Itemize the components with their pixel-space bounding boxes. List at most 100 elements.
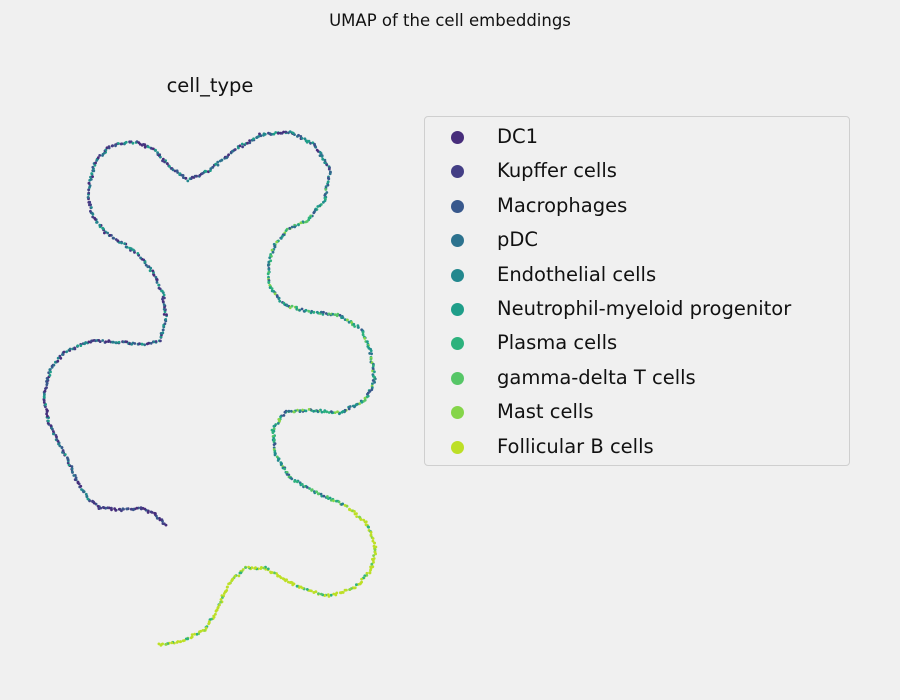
cell-point (371, 565, 375, 569)
cell-point (318, 154, 322, 158)
cell-point (273, 571, 276, 575)
cell-point (94, 161, 97, 165)
cell-point (300, 137, 304, 140)
cell-point (334, 593, 338, 597)
cell-point (115, 341, 118, 345)
cell-point (164, 318, 168, 321)
cell-point (233, 148, 237, 151)
cell-point (276, 131, 280, 135)
cell-point (60, 446, 64, 449)
cell-point (92, 169, 96, 173)
cell-point (63, 453, 67, 456)
cell-point (46, 414, 49, 418)
legend-label: Macrophages (497, 193, 628, 217)
cell-point (270, 248, 274, 252)
cell-point (164, 643, 168, 646)
legend-label: Endothelial cells (497, 262, 657, 286)
cell-point (284, 229, 288, 233)
cell-point (48, 373, 52, 377)
cell-point (293, 225, 297, 229)
cell-point (91, 165, 95, 169)
cell-point (370, 562, 374, 566)
cell-point (214, 609, 218, 613)
cell-point (304, 308, 308, 312)
cell-point (52, 363, 56, 367)
cell-point (283, 467, 287, 471)
legend-item: DC1 (425, 123, 845, 153)
cell-point (148, 269, 152, 273)
cell-point (70, 465, 74, 468)
cell-point (47, 419, 50, 423)
cell-point (230, 579, 234, 583)
cell-point (153, 511, 157, 515)
cell-point (195, 174, 199, 178)
cell-point (79, 344, 83, 347)
cell-point (52, 432, 55, 436)
cell-point (87, 182, 91, 185)
cell-point (98, 223, 102, 227)
cell-point (88, 184, 92, 188)
cell-point (143, 145, 147, 149)
legend-marker (451, 337, 464, 351)
cell-point (226, 585, 229, 589)
legend-label: gamma-delta T cells (497, 365, 696, 389)
cell-point (151, 269, 155, 273)
cell-point (313, 142, 316, 146)
cell-point (159, 155, 162, 159)
legend-item: Macrophages (425, 192, 845, 222)
cell-point (373, 370, 376, 374)
cell-point (314, 145, 318, 149)
cell-point (161, 522, 165, 525)
cell-point (66, 461, 70, 465)
cell-point (295, 480, 299, 484)
cell-point (90, 206, 93, 209)
cell-point (276, 422, 280, 425)
cell-point (262, 566, 266, 570)
legend-item: Plasma cells (425, 329, 845, 359)
cell-point (287, 580, 290, 584)
axes-title: cell_type (166, 74, 254, 97)
cell-point (62, 350, 66, 354)
cell-point (325, 163, 329, 167)
cell-point (146, 509, 150, 513)
cell-point (161, 159, 164, 163)
cell-point (322, 494, 326, 498)
cell-point (355, 583, 358, 587)
cell-point (253, 567, 256, 570)
cell-point (359, 518, 363, 521)
cell-point (104, 148, 108, 152)
cell-point (277, 297, 281, 300)
cell-point (140, 342, 144, 346)
cell-point (58, 354, 62, 358)
cell-point (327, 177, 331, 181)
cell-point (341, 502, 345, 506)
cell-point (45, 377, 49, 380)
cell-point (214, 612, 217, 616)
cell-point (204, 626, 208, 630)
cell-point (238, 144, 242, 148)
cell-point (327, 167, 331, 171)
cell-point (339, 591, 342, 595)
cell-point (52, 430, 55, 433)
cell-point (263, 132, 267, 136)
cell-point (257, 135, 261, 138)
cell-point (189, 636, 193, 640)
cell-point (72, 474, 76, 477)
cell-point (305, 486, 309, 489)
cell-point (287, 473, 291, 477)
cell-point (312, 211, 316, 215)
cell-point (370, 388, 374, 391)
cell-point (101, 506, 105, 509)
cell-point (332, 499, 335, 503)
cell-point (363, 396, 367, 400)
cell-point (123, 242, 126, 246)
cell-point (76, 480, 80, 484)
cell-point (368, 571, 372, 575)
cell-point (98, 340, 102, 343)
legend-label: Plasma cells (497, 331, 618, 355)
cell-point (372, 364, 375, 368)
cell-point (370, 352, 373, 356)
cell-point (346, 318, 349, 322)
